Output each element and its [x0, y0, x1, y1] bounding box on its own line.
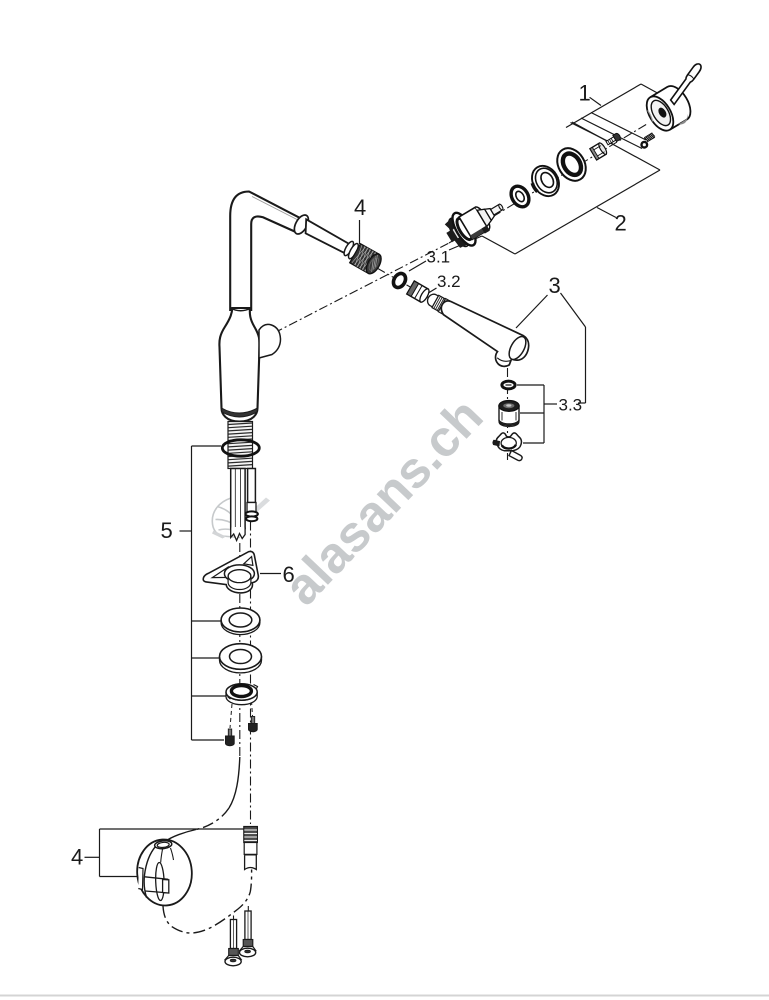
svg-text:6: 6: [283, 562, 295, 587]
svg-text:4: 4: [354, 195, 366, 220]
svg-text:3.2: 3.2: [437, 272, 461, 291]
svg-text:3.3: 3.3: [559, 396, 583, 415]
svg-text:3.1: 3.1: [427, 248, 451, 267]
svg-text:5: 5: [161, 518, 173, 543]
svg-text:3: 3: [549, 273, 561, 298]
svg-text:1: 1: [579, 81, 591, 106]
svg-text:4: 4: [71, 845, 83, 870]
svg-text:2: 2: [615, 211, 627, 236]
